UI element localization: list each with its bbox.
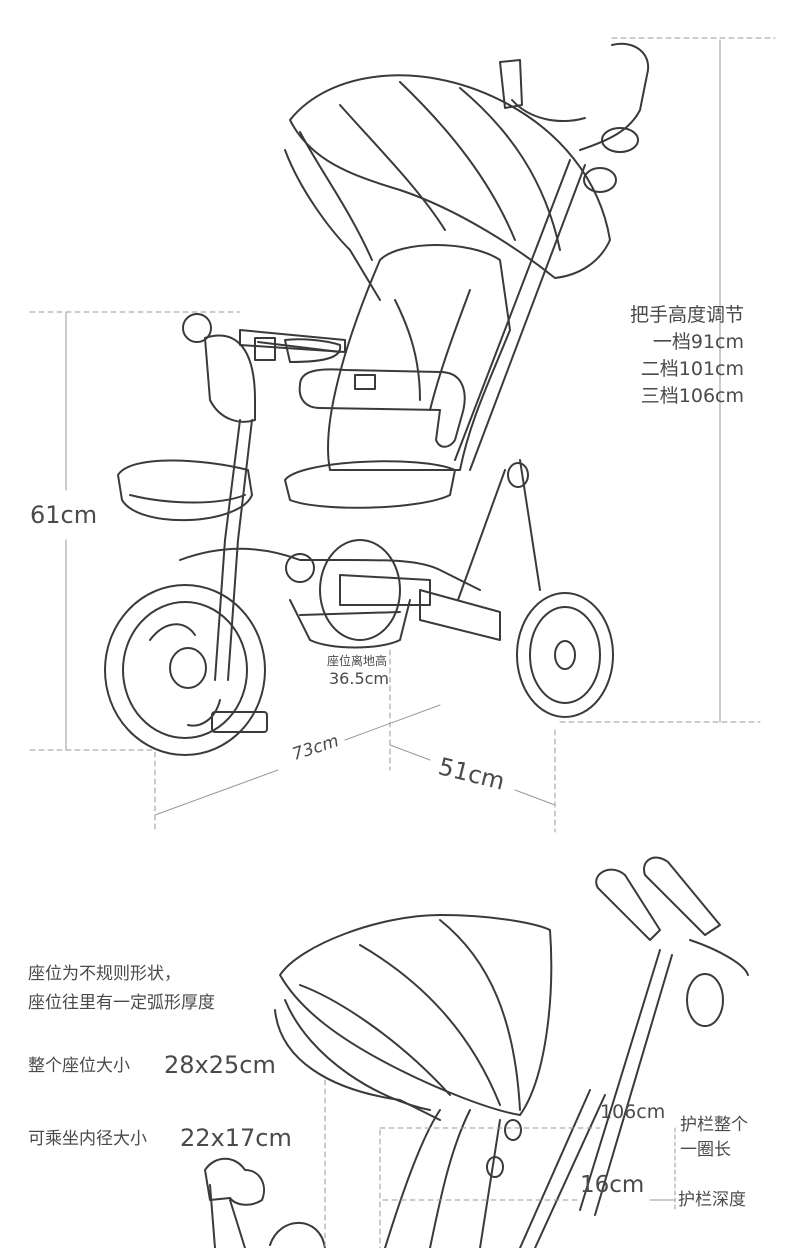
- frame: [179, 547, 501, 649]
- canopy-bottom: [274, 914, 553, 1121]
- guardrail-depth-value: 16cm: [580, 1172, 645, 1198]
- dimension-lines-top: [29, 37, 776, 833]
- handle-level-1: 一档91cm: [652, 331, 745, 353]
- bell-bottom: [204, 1157, 265, 1248]
- handle-level-3: 三档106cm: [640, 385, 745, 407]
- inner-size-title: 可乘坐内径大小: [28, 1129, 147, 1149]
- dimension-lines-bottom: [324, 1079, 676, 1248]
- canopy: [284, 74, 611, 301]
- front-basket: [117, 459, 253, 522]
- seat-note-line2: 座位往里有一定弧形厚度: [28, 993, 215, 1013]
- rear-wheel: [457, 459, 614, 718]
- seat-size-value: 28x25cm: [164, 1051, 276, 1079]
- seat-note-line1: 座位为不规则形状，: [28, 964, 181, 984]
- handle-height-title: 把手高度调节: [630, 304, 745, 326]
- height-label: 61cm: [30, 501, 98, 529]
- handle-level-2: 二档101cm: [640, 358, 745, 380]
- push-handle-bottom: [519, 856, 749, 1248]
- guardrail-length-value: 106cm: [600, 1101, 666, 1123]
- seat-body: [284, 244, 511, 509]
- guardrail-length-title-line2: 一圈长: [680, 1140, 731, 1160]
- seat-size-title: 整个座位大小: [28, 1056, 130, 1076]
- rear-wheel-small: [319, 539, 401, 641]
- seat-height-title: 座位离地高: [327, 654, 388, 668]
- front-wheel: [104, 584, 268, 756]
- seat-height-value: 36.5cm: [329, 669, 390, 688]
- inner-size-value: 22x17cm: [180, 1124, 292, 1152]
- handle-height-block: 把手高度调节 一档91cm 二档101cm 三档106cm: [630, 306, 744, 406]
- front-fork-and-bar: [182, 313, 346, 681]
- push-handle: [454, 42, 650, 471]
- seat-bottom: [269, 1109, 522, 1248]
- guardrail-length-title-line1: 护栏整个: [680, 1115, 748, 1135]
- guardrail-depth-title: 护栏深度: [678, 1190, 746, 1210]
